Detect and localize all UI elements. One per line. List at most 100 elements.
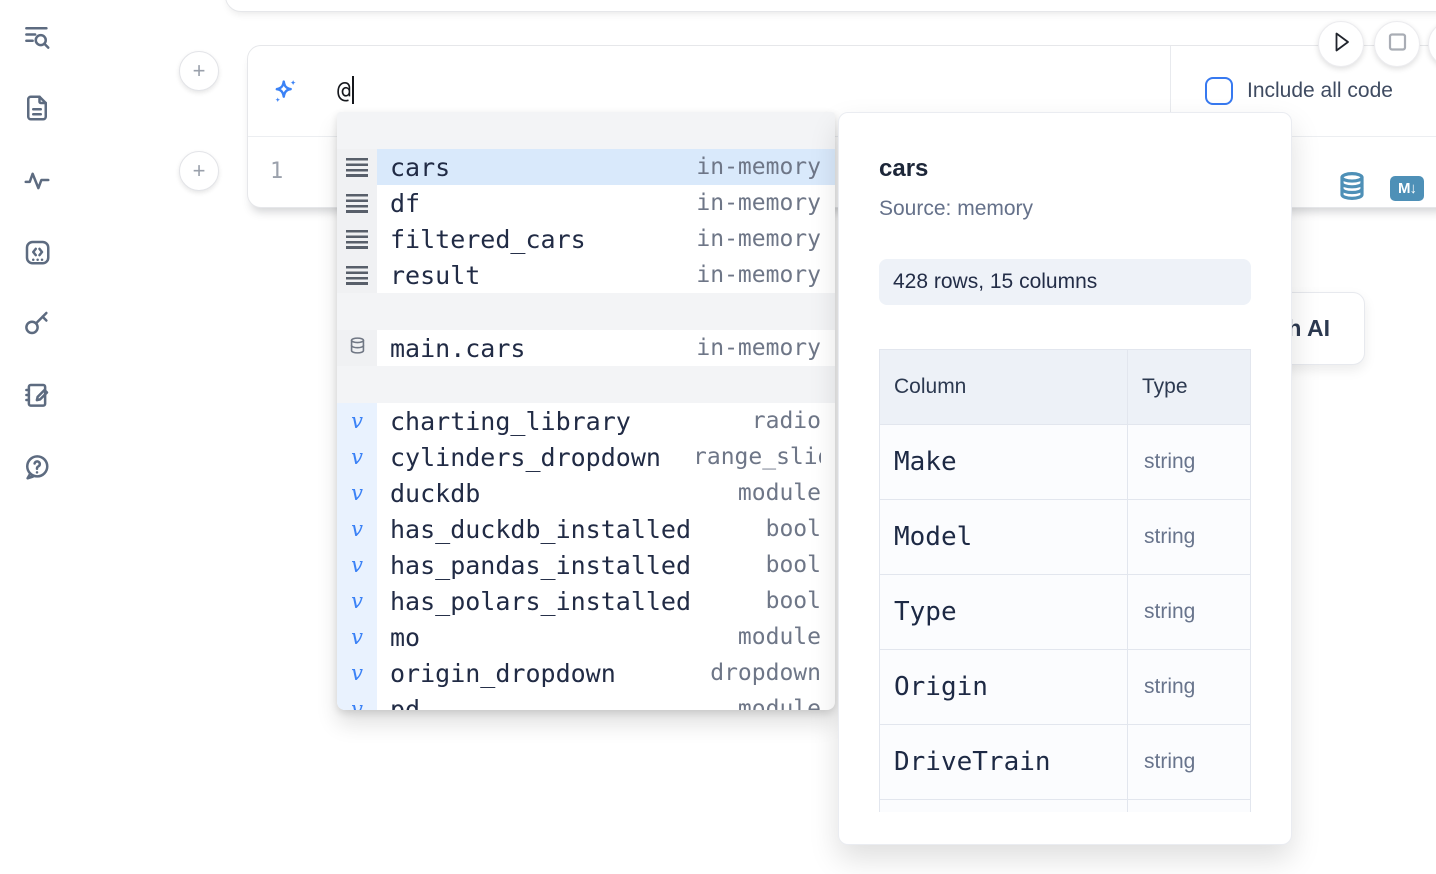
variable-icon: v [351, 588, 363, 613]
line-number: 1 [270, 159, 284, 184]
stop-square-icon [1375, 20, 1419, 69]
completion-detail: in-memory [696, 226, 821, 252]
datasource-button[interactable] [1336, 170, 1368, 202]
completion-item[interactable]: v duckdb module [337, 475, 835, 511]
include-all-code-label[interactable]: Include all code [1247, 79, 1393, 102]
completion-detail: module [737, 480, 821, 506]
completion-detail: bool [765, 552, 821, 578]
add-cell-button-top[interactable]: + [179, 51, 219, 91]
sidebar-item-table-of-contents[interactable] [20, 22, 54, 56]
add-cell-button-bottom[interactable]: + [179, 151, 219, 191]
completion-item[interactable]: v main.cars in-memory [337, 330, 835, 366]
variable-icon: v [351, 624, 363, 649]
rows-columns-badge: 428 rows, 15 columns [879, 259, 1251, 305]
schema-row: Origin string [879, 649, 1251, 725]
completion-item[interactable]: v filtered_cars in-memory [337, 221, 835, 257]
previous-cell-edge [225, 0, 1436, 12]
completion-item-content: duckdb module [377, 475, 835, 511]
dataframe-rows-icon [346, 193, 368, 213]
schema-row: DriveTrain string [879, 724, 1251, 800]
completion-item[interactable]: v has_pandas_installed bool [337, 547, 835, 583]
completion-item-gutter: v [337, 619, 377, 655]
completion-item-content: has_polars_installed bool [377, 583, 835, 619]
stop-button[interactable] [1374, 21, 1420, 67]
completion-item-gutter: v [337, 655, 377, 691]
key-icon [22, 308, 52, 343]
completion-label: cars [390, 152, 451, 182]
database-table-icon [348, 336, 367, 360]
sidebar-item-snippets[interactable] [20, 237, 54, 271]
completion-item-content: has_pandas_installed bool [377, 547, 835, 583]
completion-section-header [337, 366, 835, 403]
completion-item[interactable]: v cylinders_dropdown range_slider [337, 439, 835, 475]
completion-label: main.cars [390, 333, 526, 363]
schema-row-partial [879, 799, 1251, 812]
schema-row: Type string [879, 574, 1251, 650]
completion-item-gutter: v [337, 257, 377, 293]
completion-item-content: result in-memory [377, 257, 835, 293]
completion-section-header [337, 112, 835, 149]
dataframe-rows-icon [346, 157, 368, 177]
schema-row: Model string [879, 499, 1251, 575]
completion-item-gutter: v [337, 583, 377, 619]
completion-item-content: filtered_cars in-memory [377, 221, 835, 257]
sidebar-item-help[interactable] [20, 452, 54, 486]
completion-detail: range_slider [693, 444, 821, 470]
autocomplete-dropdown: v cars in-memory v df in-memory [337, 112, 835, 710]
completion-item-gutter: v [337, 149, 377, 185]
completion-item[interactable]: v has_polars_installed bool [337, 583, 835, 619]
variable-icon: v [351, 480, 363, 505]
completion-item[interactable]: v cars in-memory [337, 149, 835, 185]
schema-row: Make string [879, 424, 1251, 500]
completion-item-gutter: v [337, 511, 377, 547]
text-cursor [351, 76, 355, 104]
completion-item[interactable]: v mo module [337, 619, 835, 655]
completion-section-header [337, 293, 835, 330]
completion-item[interactable]: v has_duckdb_installed bool [337, 511, 835, 547]
run-cell-button[interactable] [1318, 21, 1364, 67]
include-all-code-checkbox[interactable] [1205, 77, 1233, 105]
sidebar-item-secrets[interactable] [20, 308, 54, 342]
completion-label: origin_dropdown [390, 658, 616, 688]
variable-icon: v [351, 444, 363, 469]
notebook-pen-icon [22, 380, 52, 415]
variable-icon: v [351, 408, 363, 433]
sidebar-item-dependencies[interactable] [20, 165, 54, 199]
database-icon [1336, 172, 1368, 206]
completion-label: cylinders_dropdown [390, 442, 661, 472]
completion-item[interactable]: v pd module [337, 691, 835, 710]
completion-item-gutter: v [337, 403, 377, 439]
play-icon [1319, 20, 1363, 69]
completion-label: duckdb [390, 478, 481, 508]
markdown-icon[interactable]: M↓ [1390, 176, 1424, 201]
completion-item[interactable]: v origin_dropdown dropdown [337, 655, 835, 691]
completion-item-content: pd module [377, 691, 835, 711]
schema-header-type: Type [1127, 349, 1251, 425]
completion-label: df [390, 188, 421, 218]
completion-item-gutter: v [337, 475, 377, 511]
code-editor[interactable]: 1 [248, 137, 1436, 207]
completion-item-gutter: v [337, 185, 377, 221]
completion-item-gutter: v [337, 439, 377, 475]
completion-item-content: df in-memory [377, 185, 835, 221]
completion-item-content: cylinders_dropdown range_slider [377, 439, 835, 475]
completion-item[interactable]: v charting_library radio [337, 403, 835, 439]
completion-item[interactable]: v result in-memory [337, 257, 835, 293]
completion-item-content: has_duckdb_installed bool [377, 511, 835, 547]
prompt-value: @ [337, 46, 355, 136]
completion-detail: in-memory [696, 190, 821, 216]
variable-icon: v [351, 660, 363, 685]
completion-item[interactable]: v df in-memory [337, 185, 835, 221]
completion-label: has_duckdb_installed [390, 514, 692, 544]
completion-detail: bool [765, 516, 821, 542]
list-search-icon [22, 22, 52, 57]
completion-label: has_pandas_installed [390, 550, 692, 580]
variable-icon: v [351, 696, 363, 710]
completion-detail: module [737, 624, 821, 650]
sidebar-item-files[interactable] [20, 93, 54, 127]
completion-label: pd [390, 694, 421, 711]
completion-item-content: origin_dropdown dropdown [377, 655, 835, 691]
completion-label: mo [390, 622, 421, 652]
sidebar-item-scratchpad[interactable] [20, 380, 54, 414]
